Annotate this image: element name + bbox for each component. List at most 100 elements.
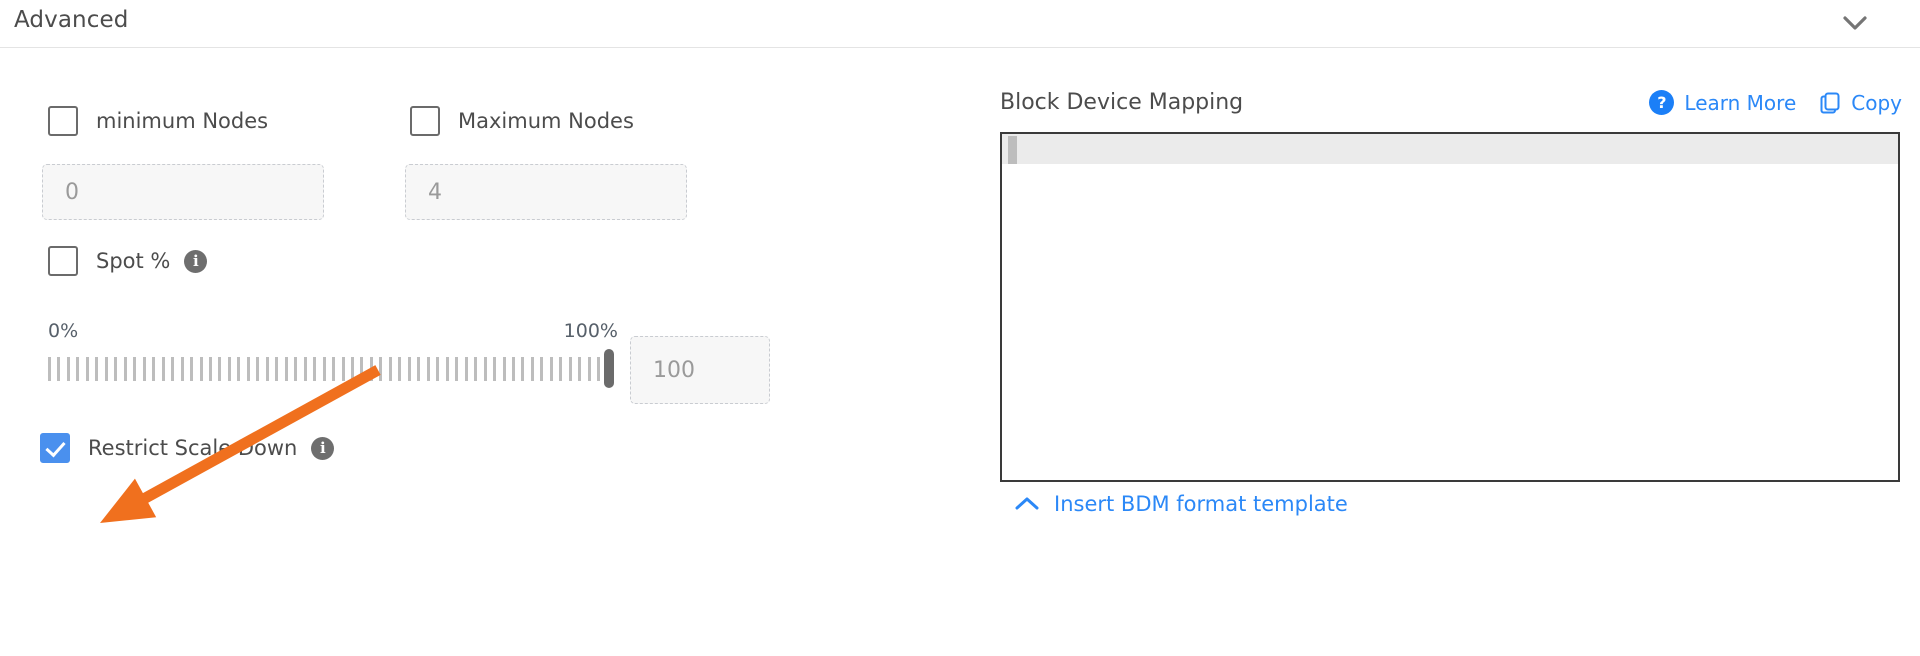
- slider-tick: [369, 357, 373, 381]
- slider-tick: [48, 357, 51, 381]
- spot-percent-checkbox[interactable]: [48, 246, 78, 276]
- slider-tick: [587, 357, 591, 381]
- max-nodes-checkbox[interactable]: [410, 106, 440, 136]
- slider-tick: [284, 357, 288, 381]
- slider-tick: [360, 357, 364, 381]
- slider-tick: [464, 357, 468, 381]
- slider-tick: [313, 357, 317, 381]
- slider-min-label: 0%: [48, 320, 79, 342]
- slider-tick: [123, 357, 127, 381]
- slider-tick: [332, 357, 336, 381]
- slider-tick: [502, 357, 506, 381]
- slider-tick: [521, 357, 525, 381]
- slider-tick: [597, 357, 601, 381]
- slider-max-label: 100%: [563, 320, 618, 342]
- slider-tick: [379, 357, 383, 381]
- slider-thumb[interactable]: [604, 349, 614, 388]
- section-header: Advanced: [0, 0, 1920, 48]
- max-nodes-input[interactable]: 4: [405, 164, 687, 220]
- slider-tick: [398, 357, 402, 381]
- restrict-scale-down-checkbox[interactable]: [40, 433, 70, 463]
- min-nodes-checkbox-row[interactable]: minimum Nodes: [48, 104, 268, 138]
- slider-tick: [190, 357, 194, 381]
- slider-tick: [559, 357, 563, 381]
- slider-tick: [85, 357, 89, 381]
- slider-tick: [152, 357, 156, 381]
- slider-tick: [246, 357, 250, 381]
- restrict-scale-down-label: Restrict Scale Down: [88, 436, 298, 460]
- slider-tick: [303, 357, 307, 381]
- max-nodes-checkbox-row[interactable]: Maximum Nodes: [410, 104, 634, 138]
- copy-link[interactable]: Copy: [1851, 90, 1902, 115]
- spot-percent-checkbox-row[interactable]: Spot % i: [48, 244, 208, 278]
- slider-tick: [322, 357, 326, 381]
- slider-tick: [540, 357, 544, 381]
- slider-tick: [294, 357, 298, 381]
- copy-icon[interactable]: [1820, 92, 1841, 114]
- restrict-scale-down-info-icon[interactable]: i: [311, 436, 335, 460]
- slider-tick: [227, 357, 231, 381]
- slider-tick: [142, 357, 146, 381]
- spot-percent-slider-group: 0% 100%: [48, 320, 618, 388]
- slider-tick: [265, 357, 269, 381]
- slider-tick: [549, 357, 553, 381]
- learn-more-link[interactable]: Learn More: [1684, 90, 1797, 115]
- slider-tick: [436, 357, 440, 381]
- slider-tick: [57, 357, 61, 381]
- collapse-section-button[interactable]: [1838, 8, 1872, 38]
- slider-tick: [341, 357, 345, 381]
- block-device-mapping-editor[interactable]: [1000, 132, 1900, 482]
- block-device-mapping-column: Block Device Mapping ? Learn More Copy I…: [1000, 48, 1920, 656]
- slider-tick: [474, 357, 478, 381]
- slider-tick: [511, 357, 515, 381]
- spot-percent-label: Spot %: [96, 249, 171, 273]
- slider-tick: [455, 357, 459, 381]
- slider-tick: [275, 357, 279, 381]
- insert-bdm-template-button[interactable]: Insert BDM format template: [1014, 492, 1348, 516]
- slider-tick: [445, 357, 449, 381]
- slider-tick: [407, 357, 411, 381]
- editor-active-line: [1002, 134, 1898, 164]
- max-nodes-label: Maximum Nodes: [458, 109, 634, 133]
- slider-tick: [218, 357, 222, 381]
- slider-tick: [114, 357, 118, 381]
- slider-tick: [578, 357, 582, 381]
- scaling-options-column: minimum Nodes 0 Maximum Nodes 4 Spot % i…: [0, 48, 960, 656]
- slider-tick: [104, 357, 108, 381]
- slider-tick: [530, 357, 534, 381]
- slider-tick: [417, 357, 421, 381]
- slider-tick: [180, 357, 184, 381]
- slider-tick: [256, 357, 260, 381]
- slider-tick: [199, 357, 203, 381]
- spot-percent-info-icon[interactable]: i: [184, 249, 208, 273]
- editor-gutter: [1008, 136, 1017, 164]
- min-nodes-input-value: 0: [65, 179, 79, 205]
- slider-tick: [208, 357, 212, 381]
- slider-tick: [171, 357, 175, 381]
- max-nodes-input-value: 4: [428, 179, 442, 205]
- spot-percent-value-input[interactable]: 100: [630, 336, 770, 404]
- slider-tick: [76, 357, 80, 381]
- slider-tick: [493, 357, 497, 381]
- block-device-mapping-title: Block Device Mapping: [1000, 90, 1244, 115]
- insert-bdm-template-label: Insert BDM format template: [1054, 492, 1348, 516]
- block-device-mapping-actions: ? Learn More Copy: [1649, 90, 1902, 115]
- slider-tick: [95, 357, 99, 381]
- slider-tick: [568, 357, 572, 381]
- help-icon[interactable]: ?: [1649, 90, 1675, 115]
- chevron-up-icon: [1015, 497, 1039, 510]
- chevron-down-icon: [1843, 16, 1867, 30]
- slider-tick: [133, 357, 137, 381]
- slider-tick: [426, 357, 430, 381]
- slider-tick: [351, 357, 354, 381]
- slider-tick: [66, 357, 70, 381]
- min-nodes-checkbox[interactable]: [48, 106, 78, 136]
- restrict-scale-down-row[interactable]: Restrict Scale Down i: [40, 431, 335, 465]
- spot-percent-slider[interactable]: [48, 356, 610, 382]
- slider-tick: [161, 357, 165, 381]
- page-title: Advanced: [14, 7, 129, 33]
- slider-tick: [388, 357, 392, 381]
- min-nodes-input[interactable]: 0: [42, 164, 324, 220]
- spot-percent-value: 100: [653, 357, 695, 383]
